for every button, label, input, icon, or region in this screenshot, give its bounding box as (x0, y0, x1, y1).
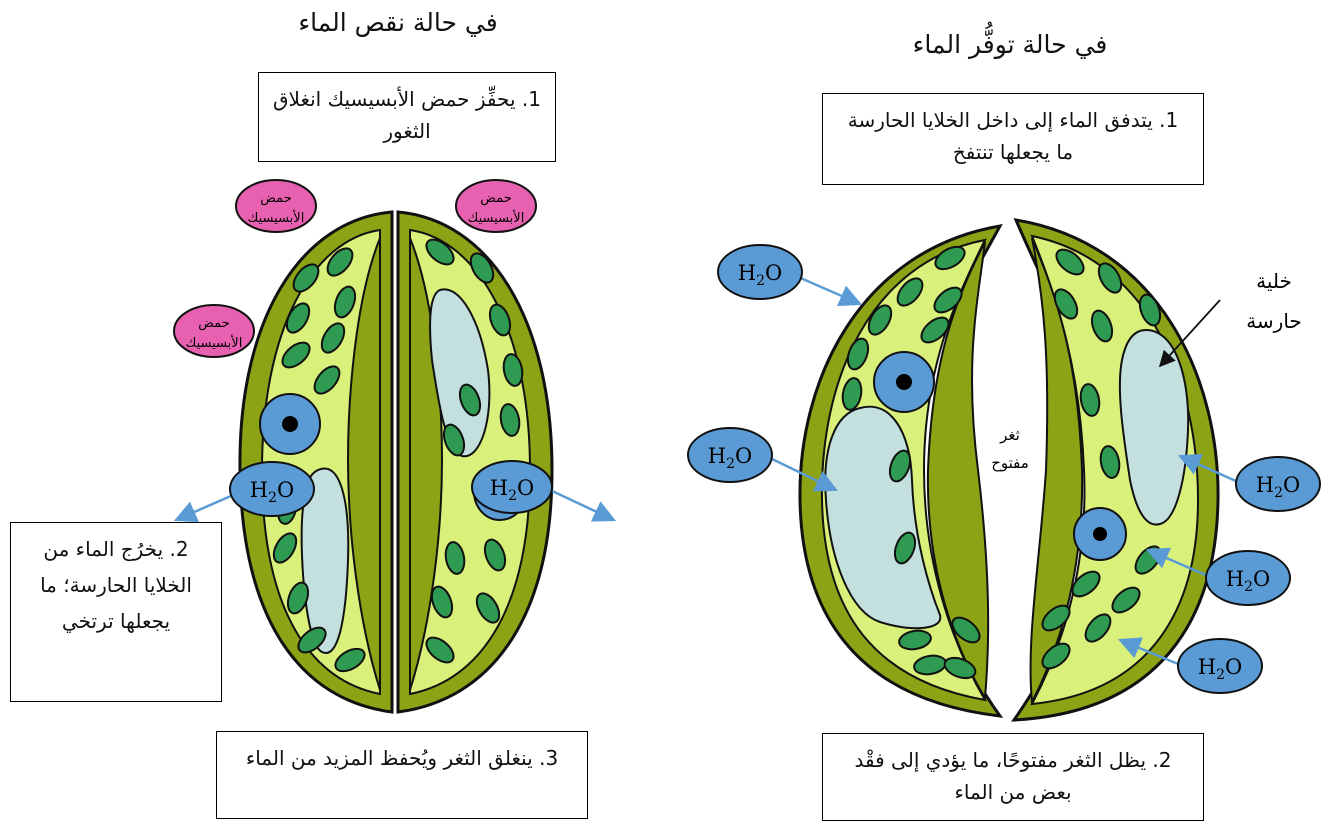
water-bubble-open-1: H2O (718, 245, 802, 299)
water-bubble-open-2: H2O (688, 428, 772, 482)
abscisic-label: حمض (260, 191, 291, 206)
water-in-arrow-1 (796, 276, 860, 304)
abscisic-label: الأبسيسيك (468, 209, 525, 226)
water-bubble-open-3: H2O (1236, 457, 1320, 511)
abscisic-label: الأبسيسيك (248, 209, 305, 226)
open-stoma-label: ثغر (999, 426, 1020, 444)
guard-cell-label: خلية (1256, 269, 1292, 293)
water-out-arrow-right (550, 490, 614, 520)
abscisic-blob-top-right: حمض الأبسيسيك (456, 180, 536, 232)
guard-cell-label: حارسة (1246, 309, 1302, 333)
water-bubble-open-5: H2O (1178, 639, 1262, 693)
abscisic-label: حمض (198, 316, 229, 331)
open-stoma-label: مفتوح (991, 454, 1029, 472)
water-bubble-left-closed: H2O (230, 462, 314, 516)
abscisic-blob-top-left: حمض الأبسيسيك (236, 180, 316, 232)
abscisic-label: حمض (480, 191, 511, 206)
abscisic-label: الأبسيسيك (186, 334, 243, 351)
water-bubble-open-4: H2O (1206, 551, 1290, 605)
abscisic-blob-mid-left: حمض الأبسيسيك (174, 305, 254, 357)
